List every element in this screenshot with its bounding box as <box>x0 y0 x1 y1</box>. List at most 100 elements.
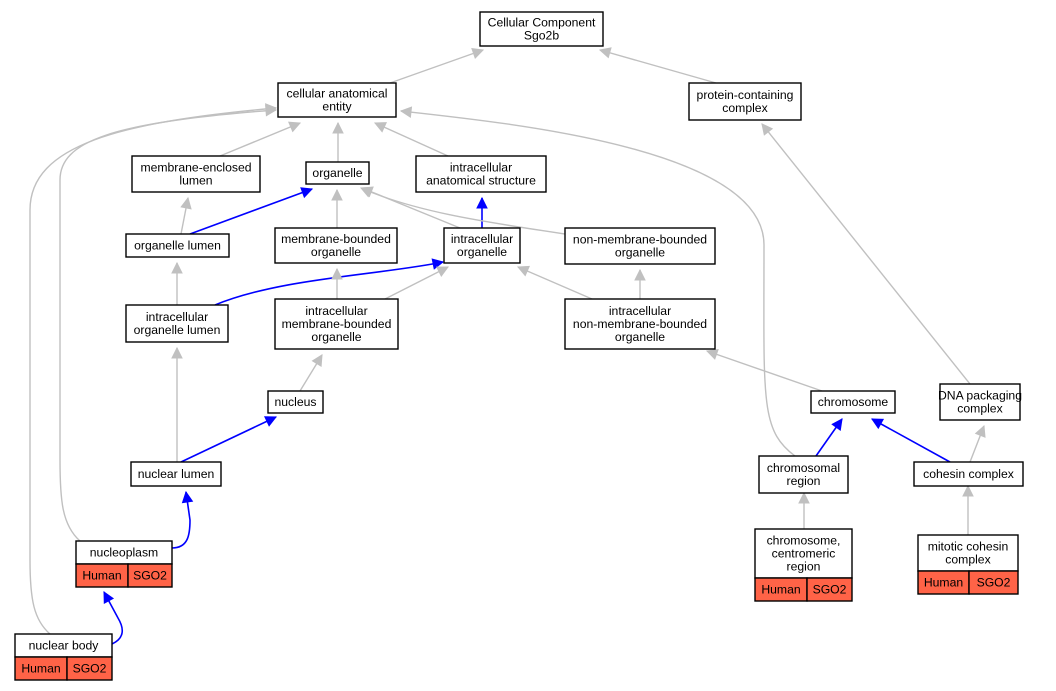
node-label-line: organelle lumen <box>134 323 221 337</box>
node-box[interactable] <box>564 298 716 350</box>
edge-chromosomal-region-to-cellular-anatomical-entity <box>399 106 796 457</box>
node-box[interactable] <box>274 298 399 350</box>
edge-cellular-anatomical-entity-to-root <box>389 48 485 84</box>
node-label-line: cellular anatomical <box>287 87 388 101</box>
arrowhead <box>332 121 344 134</box>
node-label-line: intracellular <box>609 304 671 318</box>
edge-nuclear-body-to-nucleoplasm <box>103 591 123 645</box>
arrowhead <box>265 103 278 115</box>
node-label-line: chromosome, <box>767 534 841 548</box>
annotation-gene-cell <box>66 656 113 681</box>
node-label-line: non-membrane-bounded <box>573 317 707 331</box>
node-label-line: organelle <box>457 245 507 259</box>
arrowhead <box>962 484 974 497</box>
node-nucleus[interactable]: nucleus <box>267 390 324 414</box>
node-box[interactable] <box>758 455 849 494</box>
node-box[interactable] <box>125 233 230 258</box>
annotation-gene: SGO2 <box>133 569 167 583</box>
arrowhead <box>331 188 343 201</box>
node-box[interactable] <box>443 227 521 264</box>
node-box[interactable] <box>274 227 398 264</box>
node-box[interactable] <box>810 390 896 414</box>
node-box[interactable] <box>130 461 222 487</box>
node-box[interactable] <box>479 11 604 47</box>
node-intracellular-non-membrane-bounded-organelle[interactable]: intracellularnon-membrane-boundedorganel… <box>564 298 716 350</box>
arrowhead <box>634 268 646 281</box>
node-label-line: chromosomal <box>767 461 840 475</box>
edge-cohesin-complex-to-dna-packaging-complex <box>969 424 986 463</box>
node-organelle-lumen[interactable]: organelle lumen <box>125 233 230 258</box>
node-label-line: intracellular <box>146 310 208 324</box>
arrowhead <box>288 121 302 133</box>
edge-organelle-lumen-to-organelle <box>189 187 314 235</box>
node-box[interactable] <box>564 227 716 265</box>
arrowhead <box>471 48 485 60</box>
node-label-line: intracellular <box>451 232 513 246</box>
edge-intracellular-non-membrane-bounded-organelle-to-non-membrane-bounded-organelle <box>634 268 646 299</box>
arrowhead <box>103 591 115 605</box>
node-box[interactable] <box>267 390 324 414</box>
annotation-species: Human <box>21 662 60 676</box>
node-box[interactable] <box>688 82 802 121</box>
node-label-line: intracellular <box>305 304 367 318</box>
node-label-line: centromeric <box>772 547 836 561</box>
node-cohesin-complex[interactable]: cohesin complex <box>913 461 1024 487</box>
annotation-species: Human <box>924 576 963 590</box>
arrowhead <box>264 416 278 427</box>
node-label-line: chromosome <box>818 395 889 409</box>
node-box[interactable] <box>305 161 370 185</box>
arrowhead <box>705 349 719 360</box>
node-label-line: nuclear lumen <box>138 467 215 481</box>
node-nuclear-lumen[interactable]: nuclear lumen <box>130 461 222 487</box>
arrowhead <box>300 187 314 199</box>
node-chromosome[interactable]: chromosome <box>810 390 896 414</box>
node-label-line: entity <box>322 100 352 114</box>
node-box[interactable] <box>131 155 261 193</box>
edge-intracellular-organelle-to-organelle <box>360 186 461 229</box>
annotation-gene: SGO2 <box>73 662 107 676</box>
annotation-species: Human <box>761 583 800 597</box>
node-box[interactable] <box>415 155 547 193</box>
node-box[interactable] <box>939 383 1021 421</box>
arrowhead <box>435 266 450 277</box>
node-box[interactable] <box>125 304 229 343</box>
edge-nuclear-body-to-cellular-anatomical-entity <box>29 103 278 635</box>
node-label-line: region <box>787 560 821 574</box>
node-label-line: complex <box>722 101 767 115</box>
node-box[interactable] <box>277 82 397 118</box>
edge-dna-packaging-complex-to-protein-containing-complex <box>761 123 971 385</box>
edge-membrane-bounded-organelle-to-organelle <box>331 188 343 228</box>
arrowhead <box>598 47 612 59</box>
node-box[interactable] <box>917 534 1019 572</box>
annotation-gene-cell <box>127 563 173 588</box>
node-box[interactable] <box>913 461 1024 487</box>
node-box[interactable] <box>754 528 853 579</box>
arrowhead <box>180 196 192 210</box>
arrowhead <box>359 186 373 198</box>
edge-organelle-lumen-to-membrane-enclosed-lumen <box>180 196 192 235</box>
node-organelle[interactable]: organelle <box>305 161 370 185</box>
arrowhead <box>761 123 774 136</box>
node-label-line: organelle <box>615 330 665 344</box>
node-label-line: protein-containing <box>697 88 794 102</box>
annotation-gene: SGO2 <box>977 576 1011 590</box>
edge-membrane-enclosed-lumen-to-cellular-anatomical-entity <box>219 121 302 157</box>
annotation-gene: SGO2 <box>813 583 847 597</box>
